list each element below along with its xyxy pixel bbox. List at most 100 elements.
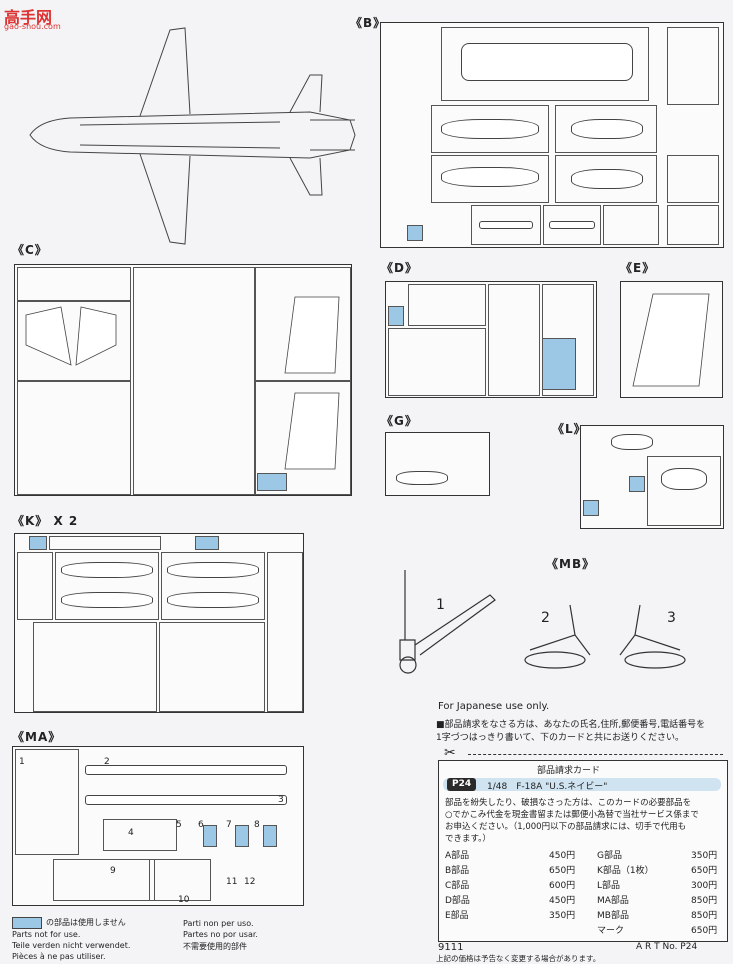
card-body-2: ○でかこみ代金を現金書留または郵便小為替で当社サービス係まで <box>445 810 699 820</box>
card-code-badge: P24 <box>447 778 477 791</box>
cell-ma-1 <box>15 749 79 855</box>
scissors-icon: ✂ <box>444 745 456 761</box>
cell-b-20 <box>471 205 541 245</box>
mb-part-1: 1 <box>436 597 445 613</box>
price-e-label: E部品 <box>445 911 469 921</box>
legend-jp: の部品は使用しません <box>46 918 126 927</box>
cell-b-22 <box>603 205 659 245</box>
cell-k-5-6 <box>17 552 53 620</box>
cell-ma-6-unused <box>203 825 217 847</box>
landing-gear-mb <box>399 570 686 674</box>
cell-k-11-18 <box>33 622 157 712</box>
part-b-20 <box>479 221 533 229</box>
cell-b-9 <box>555 155 657 203</box>
cell-c-5-6 <box>17 301 131 381</box>
logo-text: 高手网 <box>4 8 53 27</box>
cell-b-28-31 <box>667 155 719 203</box>
cell-b-21 <box>543 205 601 245</box>
cell-k-23-unused <box>195 536 219 550</box>
cell-l-10-unused <box>629 476 645 492</box>
price-mb-value: 850円 <box>691 911 718 921</box>
cell-b-13-unused <box>407 225 423 241</box>
section-mb-label: 《MB》 <box>546 557 596 571</box>
cell-b-7 <box>431 155 549 203</box>
legend-en: Parts not for use. <box>12 930 81 939</box>
section-b-label: 《B》 <box>350 16 387 30</box>
part-c-25-shape <box>284 296 340 374</box>
cell-c-13-20 <box>133 267 255 495</box>
cell-d-3-8 <box>388 328 486 396</box>
ma-part-11: 11 <box>226 877 238 887</box>
part-l-2 <box>661 468 707 490</box>
card-body-4: できます。） <box>445 834 491 844</box>
cell-k-30-42 <box>267 552 303 712</box>
section-k-label: 《K》 X 2 <box>12 514 79 528</box>
ma-part-10: 10 <box>178 895 190 905</box>
section-g-label: 《G》 <box>381 414 418 428</box>
sprue-b <box>380 22 724 248</box>
order-card: 部品請求カード P24 1/48 F-18A "U.S.ネイビー" 部品を紛失し… <box>438 760 728 942</box>
sprue-c <box>14 264 352 496</box>
mb-part-3: 3 <box>667 610 676 626</box>
legend-de: Teile verden nicht verwendet. <box>12 941 131 950</box>
price-mark-value: 650円 <box>691 926 718 936</box>
cell-c-7-12 <box>17 381 131 495</box>
price-g-value: 350円 <box>691 851 718 861</box>
part-b-6 <box>441 119 539 139</box>
price-a-label: A部品 <box>445 851 470 861</box>
sprue-l <box>580 425 724 529</box>
cell-b-1 <box>441 27 649 101</box>
cell-ma-8-unused <box>263 825 277 847</box>
cell-c-22-25 <box>255 267 351 381</box>
sprue-d <box>385 281 597 398</box>
section-l-label: 《L》 <box>552 422 587 436</box>
cut-line <box>468 754 723 755</box>
ma-part-9: 9 <box>110 866 116 876</box>
part-k-8 <box>61 592 153 608</box>
price-l-label: L部品 <box>597 881 621 891</box>
ma-part-4: 4 <box>128 828 134 838</box>
part-k-9 <box>167 562 259 578</box>
price-mark-label: マーク <box>597 926 625 936</box>
sprue-ma <box>12 746 304 906</box>
part-b-21 <box>549 221 595 229</box>
watermark-logo: 高手网 gao-shou.com <box>4 4 84 34</box>
cell-ma-10 <box>149 859 211 901</box>
sprue-k <box>14 533 304 713</box>
part-b-1 <box>461 43 633 81</box>
price-l-value: 300円 <box>691 881 718 891</box>
cell-ma-9 <box>53 859 155 901</box>
price-c-label: C部品 <box>445 881 470 891</box>
cell-d-9-14 <box>488 284 540 396</box>
price-ma-label: MA部品 <box>597 896 629 906</box>
part-g-1 <box>396 471 448 485</box>
mb-part-2: 2 <box>541 610 550 626</box>
card-product: 1/48 F-18A "U.S.ネイビー" <box>487 782 608 792</box>
cell-l-13-unused <box>583 500 599 516</box>
ma-part-6: 6 <box>198 820 204 830</box>
cell-d-18-unused <box>542 338 576 390</box>
section-c-label: 《C》 <box>12 243 48 257</box>
cell-b-8 <box>555 105 657 153</box>
cell-k-9-10 <box>161 552 265 620</box>
legend-fr: Pièces à ne pas utiliser. <box>12 952 106 961</box>
sprue-g <box>385 432 490 496</box>
price-d-value: 450円 <box>549 896 576 906</box>
cell-d-2-unused <box>388 306 404 326</box>
cell-c-28-unused <box>257 473 287 491</box>
ma-part-7: 7 <box>226 820 232 830</box>
cell-b-6 <box>431 105 549 153</box>
price-e-value: 350円 <box>549 911 576 921</box>
ma-part-8: 8 <box>254 820 260 830</box>
part-e-1-shape <box>632 293 710 387</box>
cell-k-2-unused <box>29 536 47 550</box>
ma-part-3: 3 <box>278 795 284 805</box>
legend-it: Parti non per uso. <box>183 919 254 928</box>
price-d-label: D部品 <box>445 896 470 906</box>
cell-c-1-4 <box>17 267 131 301</box>
ma-part-12: 12 <box>244 877 256 887</box>
cell-ma-4 <box>103 819 177 851</box>
legend-cn: 不需要使用的部件 <box>183 942 247 951</box>
card-body-1: 部品を紛失したり、破損なさった方は、このカードの必要部品を <box>445 798 692 808</box>
card-body-3: お申込ください。（1,000円以下の部品請求には、切手で代用も <box>445 822 687 832</box>
